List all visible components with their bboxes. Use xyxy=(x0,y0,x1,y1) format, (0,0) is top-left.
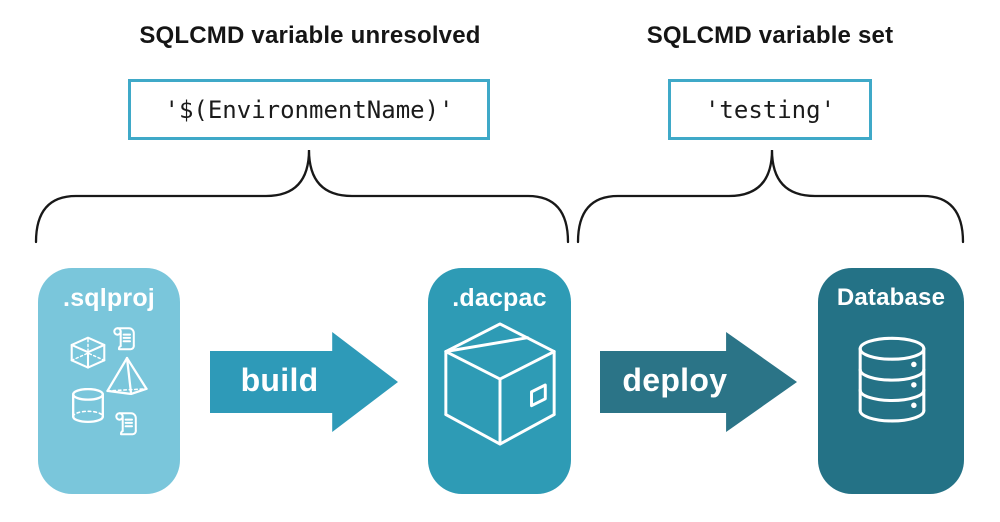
pyramid-icon xyxy=(106,356,148,395)
cube-icon xyxy=(70,336,106,369)
cylinder-icon xyxy=(72,388,104,424)
database-icon xyxy=(858,336,926,423)
scroll-icon xyxy=(115,412,137,436)
deploy-arrow-label: deploy xyxy=(622,362,728,399)
sqlcmd-variable-unresolved-box: '$(EnvironmentName)' xyxy=(128,79,490,140)
scroll-icon xyxy=(113,327,135,351)
sqlcmd-variable-unresolved-value: '$(EnvironmentName)' xyxy=(164,95,454,124)
stage-label-database: Database xyxy=(836,284,946,311)
left-annotation-title: SQLCMD variable unresolved xyxy=(139,22,481,49)
stage-card-dacpac: .dacpac xyxy=(428,268,571,494)
stage-label-sqlproj: .sqlproj xyxy=(63,284,155,312)
left-curly-brace xyxy=(34,149,570,244)
sqlcmd-variable-set-box: 'testing' xyxy=(668,79,872,140)
sqlcmd-variable-set-value: 'testing' xyxy=(704,95,836,124)
deploy-arrow: deploy xyxy=(600,332,797,432)
right-curly-brace xyxy=(576,149,965,244)
build-arrow-label: build xyxy=(240,362,319,399)
stage-card-sqlproj: .sqlproj xyxy=(38,268,180,494)
stage-label-dacpac: .dacpac xyxy=(452,284,547,312)
build-arrow: build xyxy=(210,332,398,432)
right-annotation-title: SQLCMD variable set xyxy=(646,22,894,49)
package-icon xyxy=(444,322,556,446)
stage-card-database: Database xyxy=(818,268,964,494)
